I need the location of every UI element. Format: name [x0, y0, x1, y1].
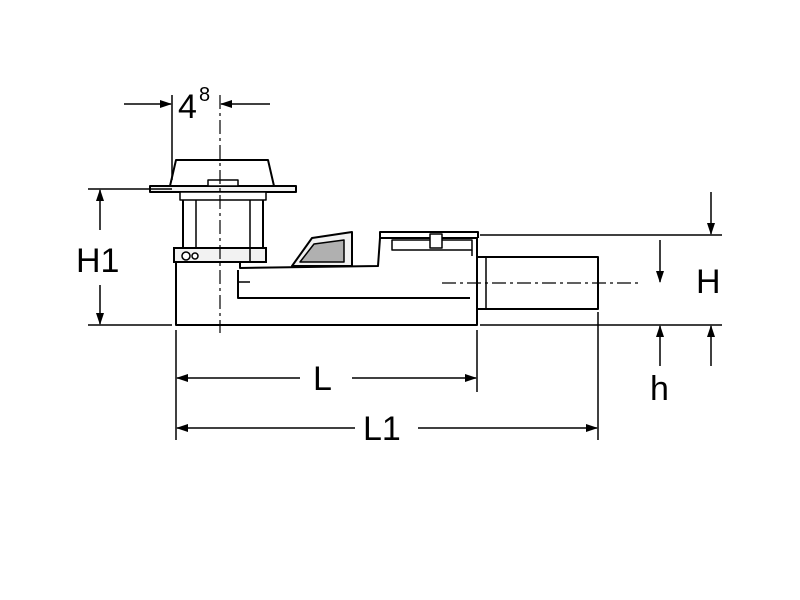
- center-lines: [219, 95, 640, 333]
- dimension-length-total: [176, 312, 599, 440]
- dimension-h1: [88, 188, 172, 326]
- label-height-outlet: H: [696, 263, 721, 301]
- label-width-sup: 8: [199, 84, 210, 106]
- label-length-body: L: [313, 360, 332, 398]
- dimension-h-and-low: [480, 192, 722, 366]
- drain-flange: [149, 159, 297, 201]
- label-height-low: h: [650, 370, 669, 408]
- label-width-main: 4: [178, 88, 197, 126]
- drain-body: [175, 231, 599, 326]
- vent-cap: [291, 231, 353, 267]
- dimension-length-body: [175, 330, 478, 440]
- label-height-total: H1: [76, 242, 119, 280]
- dimension-width-4-8: [124, 95, 270, 180]
- label-length-total: L1: [363, 410, 401, 448]
